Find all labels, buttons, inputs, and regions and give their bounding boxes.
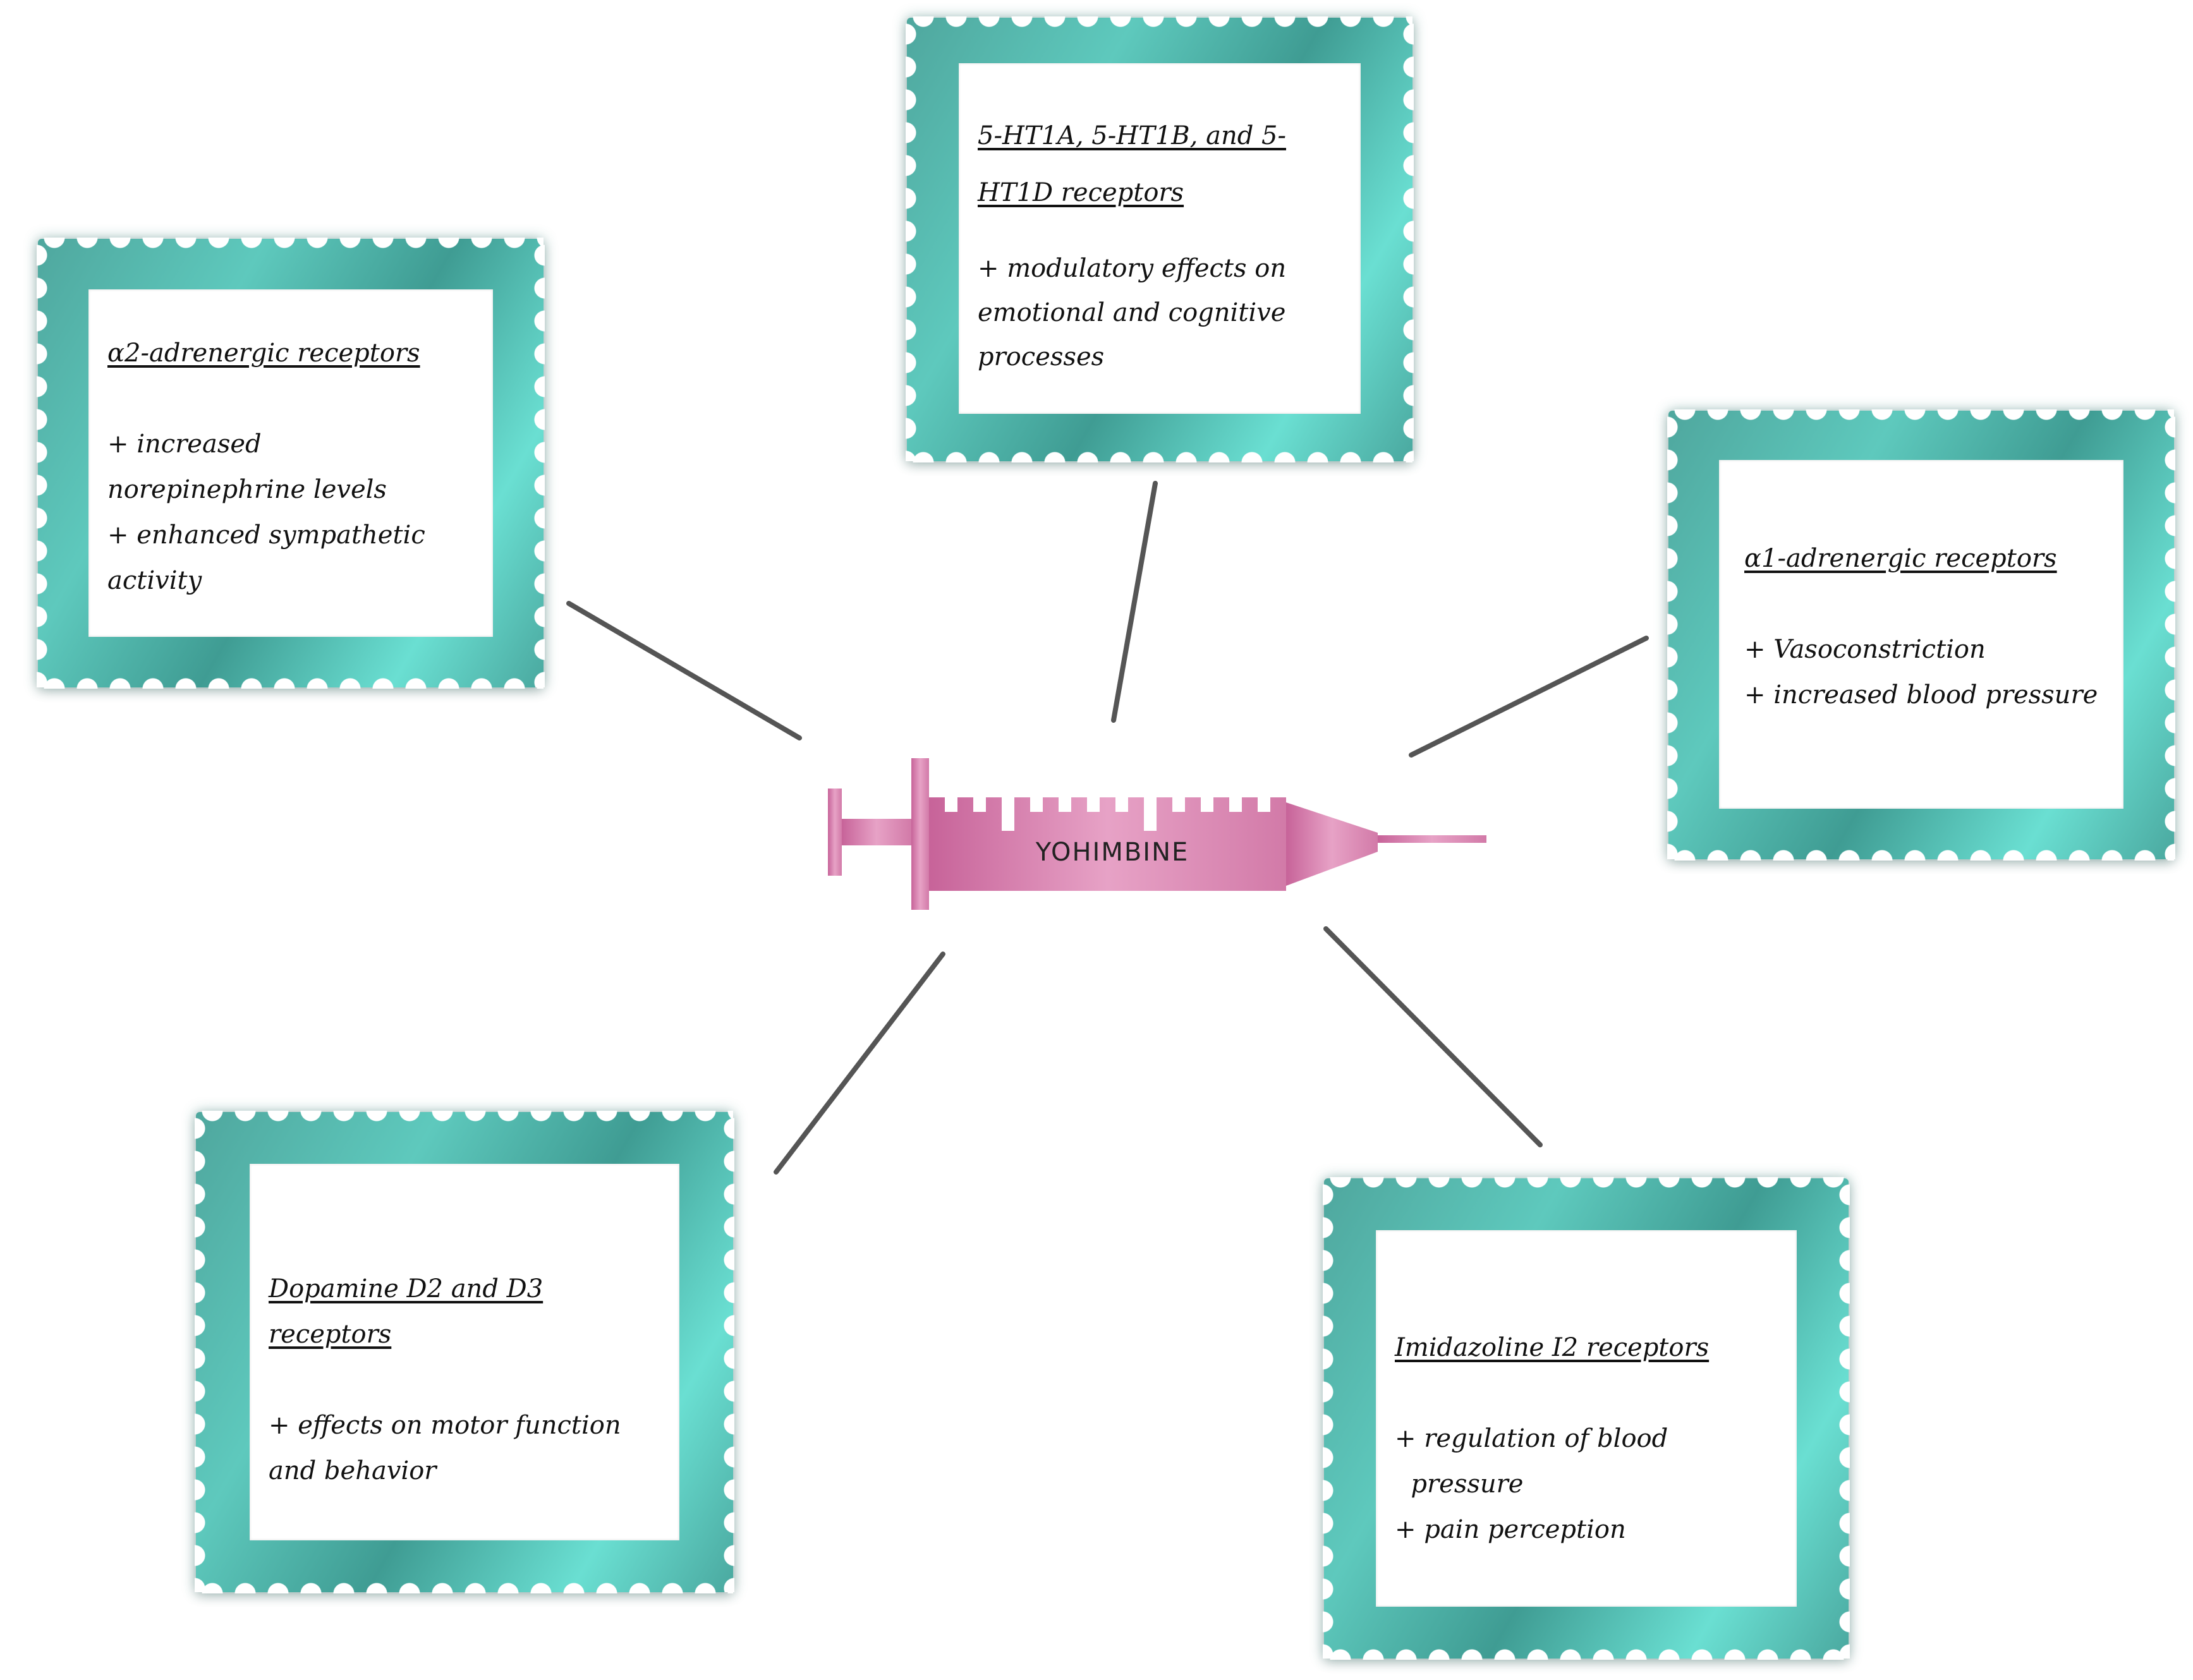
syringe-barrel	[929, 797, 1286, 891]
imidazoline-title: Imidazoline I2 receptors	[1395, 1333, 1710, 1362]
syringe-label: YOHIMBINE	[1035, 838, 1189, 867]
dopamine-effect: + effects on motor function	[269, 1411, 621, 1440]
alpha1-effect: + increased blood pressure	[1744, 680, 2098, 710]
alpha2-effect: + increased	[107, 430, 262, 459]
ht1-effect: processes	[978, 342, 1105, 372]
alpha1-effect: + Vasoconstriction	[1744, 635, 1986, 664]
ht1-effect: + modulatory effects on	[978, 254, 1287, 283]
alpha2-effect: activity	[107, 566, 202, 595]
dopamine-title: Dopamine D2 and D3 receptors	[269, 1274, 544, 1349]
syringe-needle	[1378, 835, 1486, 843]
imidazoline-effect: + pain perception	[1395, 1515, 1626, 1544]
stamp-alpha1-adrenergic: α1-adrenergic receptors + Vasoconstricti…	[1667, 409, 2175, 861]
stamp-5ht1-receptors: 5-HT1A, 5-HT1B, and 5- HT1D receptors + …	[906, 16, 1414, 462]
connector-dopamine	[774, 952, 945, 1175]
alpha2-title: α2-adrenergic receptors	[107, 339, 420, 368]
connector-ht1	[1111, 481, 1158, 723]
card-dopamine-receptors: Dopamine D2 and D3 receptors + effects o…	[250, 1164, 679, 1540]
connector-alpha1	[1409, 636, 1649, 758]
card-alpha1-adrenergic: α1-adrenergic receptors + Vasoconstricti…	[1719, 460, 2123, 809]
stamp-dopamine-receptors: Dopamine D2 and D3 receptors + effects o…	[195, 1111, 734, 1593]
syringe-plunger-cap	[828, 789, 842, 876]
alpha2-effect: + enhanced sympathetic	[107, 521, 425, 550]
ht1-title-line1: 5-HT1A, 5-HT1B, and 5-	[978, 121, 1286, 150]
imidazoline-effect: + regulation of blood	[1395, 1424, 1668, 1453]
stamp-imidazoline-receptors: Imidazoline I2 receptors + regulation of…	[1323, 1177, 1850, 1660]
alpha1-title: α1-adrenergic receptors	[1744, 544, 2057, 573]
stamp-alpha2-adrenergic: α2-adrenergic receptors + increased nore…	[37, 238, 545, 689]
dopamine-effect: and behavior	[269, 1456, 437, 1485]
card-imidazoline-receptors: Imidazoline I2 receptors + regulation of…	[1376, 1230, 1797, 1607]
card-alpha2-adrenergic: α2-adrenergic receptors + increased nore…	[88, 289, 493, 637]
imidazoline-effect: pressure	[1395, 1470, 1524, 1499]
syringe-plunger-rod	[842, 819, 911, 845]
syringe-tip	[1286, 802, 1378, 886]
connector-imidazoline	[1323, 926, 1543, 1147]
ht1-effect: emotional and cognitive	[978, 298, 1286, 327]
ht1-title-line2: HT1D receptors	[978, 178, 1184, 207]
card-5ht1-receptors: 5-HT1A, 5-HT1B, and 5- HT1D receptors + …	[959, 63, 1361, 414]
connector-alpha2	[566, 601, 802, 740]
syringe-flange	[911, 758, 929, 910]
alpha2-effect: norepinephrine levels	[107, 475, 387, 504]
